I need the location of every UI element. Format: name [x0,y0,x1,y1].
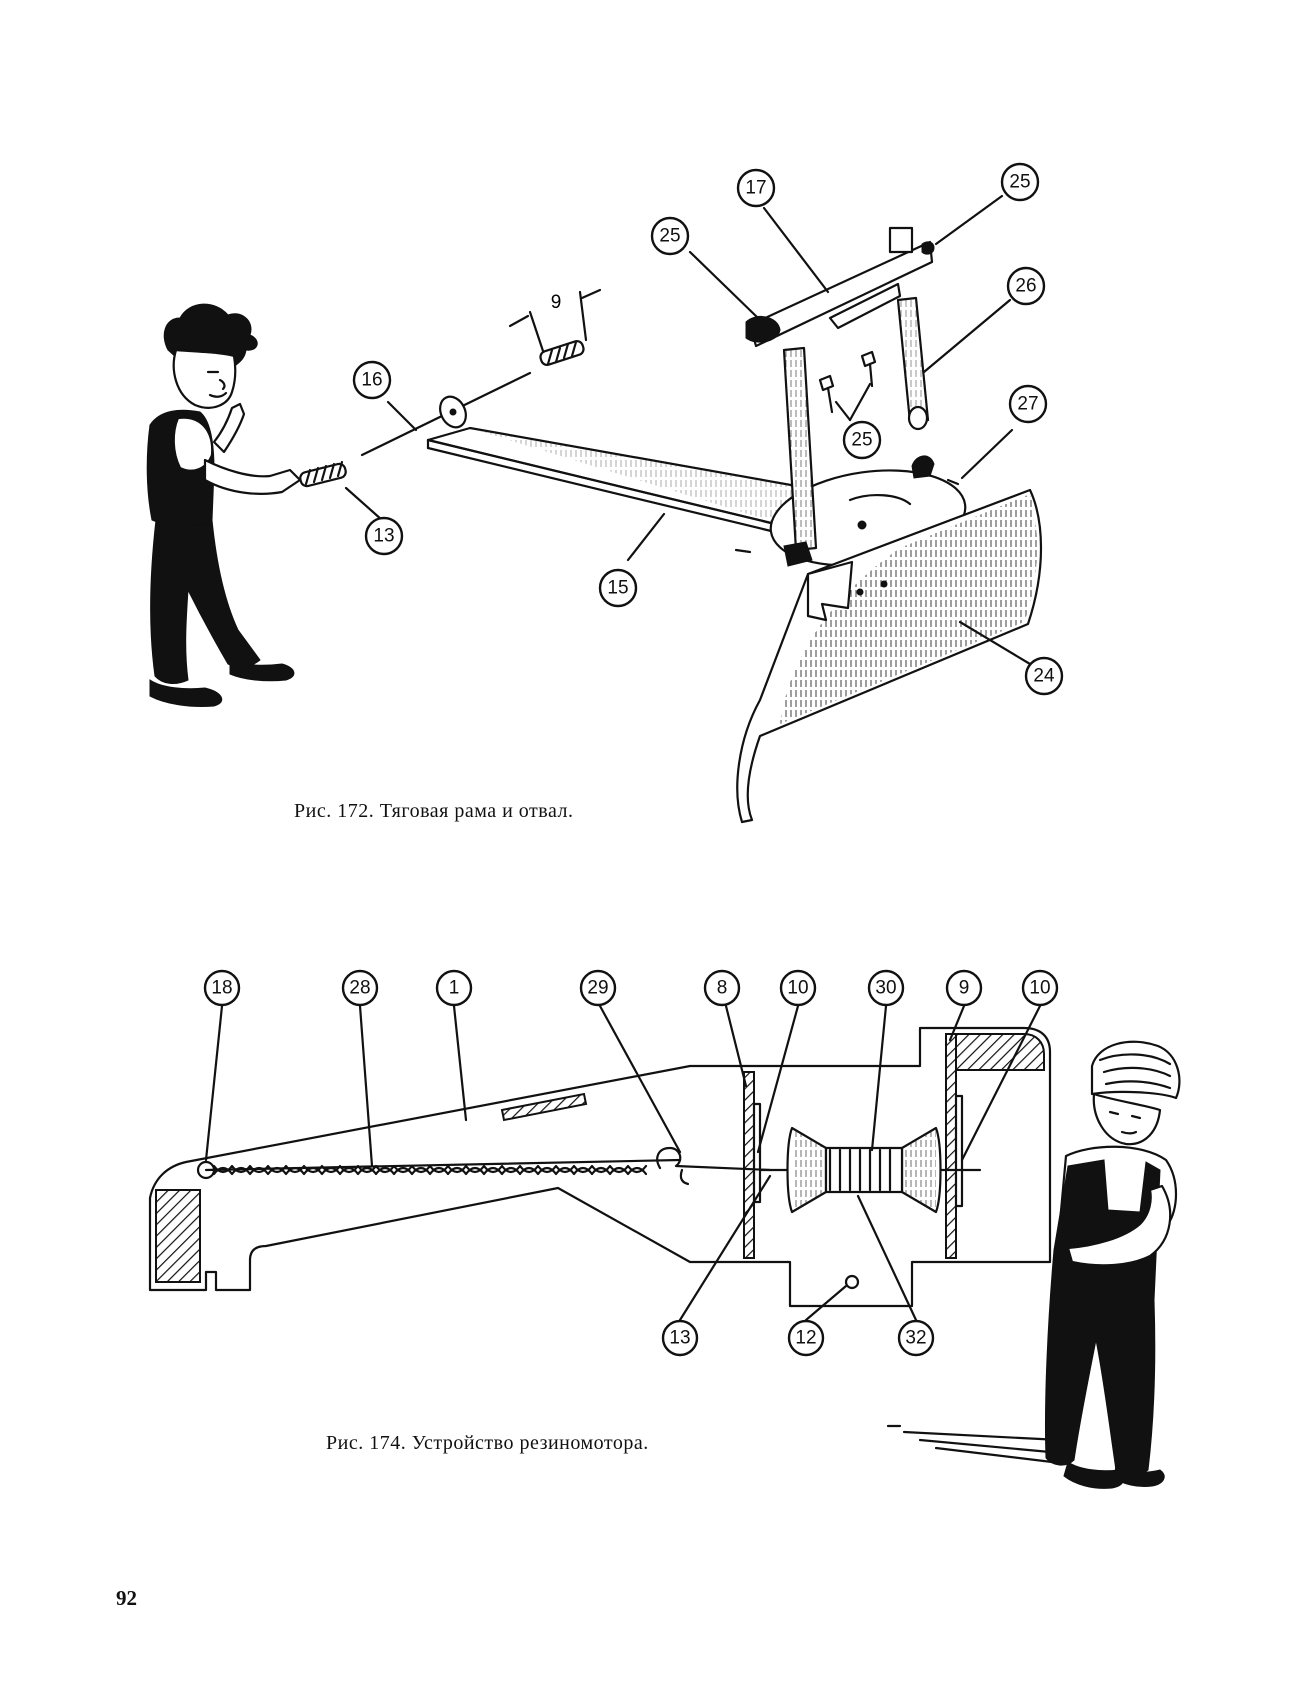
svg-text:30: 30 [875,978,896,999]
callout-28: 28 [341,969,379,1007]
svg-text:13: 13 [373,526,394,547]
callout-13-bottom: 13 [661,1319,699,1357]
svg-text:8: 8 [717,978,728,999]
callout-25-b: 25 [1000,162,1040,202]
figure-174-caption: Рис. 174. Устройство резиномотора. [326,1432,649,1454]
callout-24: 24 [1024,656,1064,696]
page-number: 92 [116,1586,137,1610]
callout-32: 32 [897,1319,935,1357]
callout-13-top: 13 [364,516,404,556]
spring-in-hand [299,460,347,488]
callout-30: 30 [867,969,905,1007]
svg-text:25: 25 [851,430,872,451]
axle-part-16 [360,371,532,457]
svg-text:17: 17 [745,178,766,199]
leader-lines-172 [344,194,1032,666]
callout-29: 29 [579,969,617,1007]
svg-text:13: 13 [669,1328,690,1349]
callout-17: 17 [736,168,776,208]
traction-frame-15 [426,426,810,540]
figure-172-drawing: 9 [146,162,1064,824]
svg-text:25: 25 [659,226,680,247]
svg-text:26: 26 [1015,276,1036,297]
figure-174-drawing: 18 28 1 29 8 10 30 9 10 13 12 32 [148,969,1181,1489]
figure-172-caption: Рис. 172. Тяговая рама и отвал. [294,800,574,822]
svg-text:32: 32 [905,1328,926,1349]
lifting-frame-17 [734,226,960,567]
callout-27: 27 [1008,384,1048,424]
callout-10-a: 10 [779,969,817,1007]
callout-8: 8 [703,969,741,1007]
callout-15: 15 [598,568,638,608]
spool-30 [758,1126,982,1214]
svg-text:16: 16 [361,370,382,391]
callout-18: 18 [203,969,241,1007]
svg-text:12: 12 [795,1328,816,1349]
callout-26: 26 [1006,266,1046,306]
svg-text:10: 10 [787,978,808,999]
svg-text:24: 24 [1033,666,1055,687]
leader-lines-174 [204,1004,1042,1322]
svg-text:28: 28 [349,978,370,999]
svg-text:10: 10 [1029,978,1050,999]
svg-text:18: 18 [211,978,232,999]
svg-text:15: 15 [607,578,628,599]
dimension-9: 9 [508,288,602,366]
callout-12: 12 [787,1319,825,1357]
boy-illustration-top [146,303,347,707]
callout-25-a: 25 [650,216,690,256]
boy-illustration-bottom [886,1040,1181,1489]
svg-text:29: 29 [587,978,608,999]
callout-9: 9 [945,969,983,1007]
svg-text:1: 1 [449,978,460,999]
dimension-label: 9 [551,292,562,313]
svg-text:25: 25 [1009,172,1030,193]
dozer-blade-24 [736,488,1043,824]
rubber-strand-28 [196,1146,772,1186]
svg-text:27: 27 [1017,394,1038,415]
callout-25-c: 25 [842,420,882,460]
callout-16: 16 [352,360,392,400]
callout-1: 1 [435,969,473,1007]
callout-10-b: 10 [1021,969,1059,1007]
svg-text:9: 9 [959,978,970,999]
